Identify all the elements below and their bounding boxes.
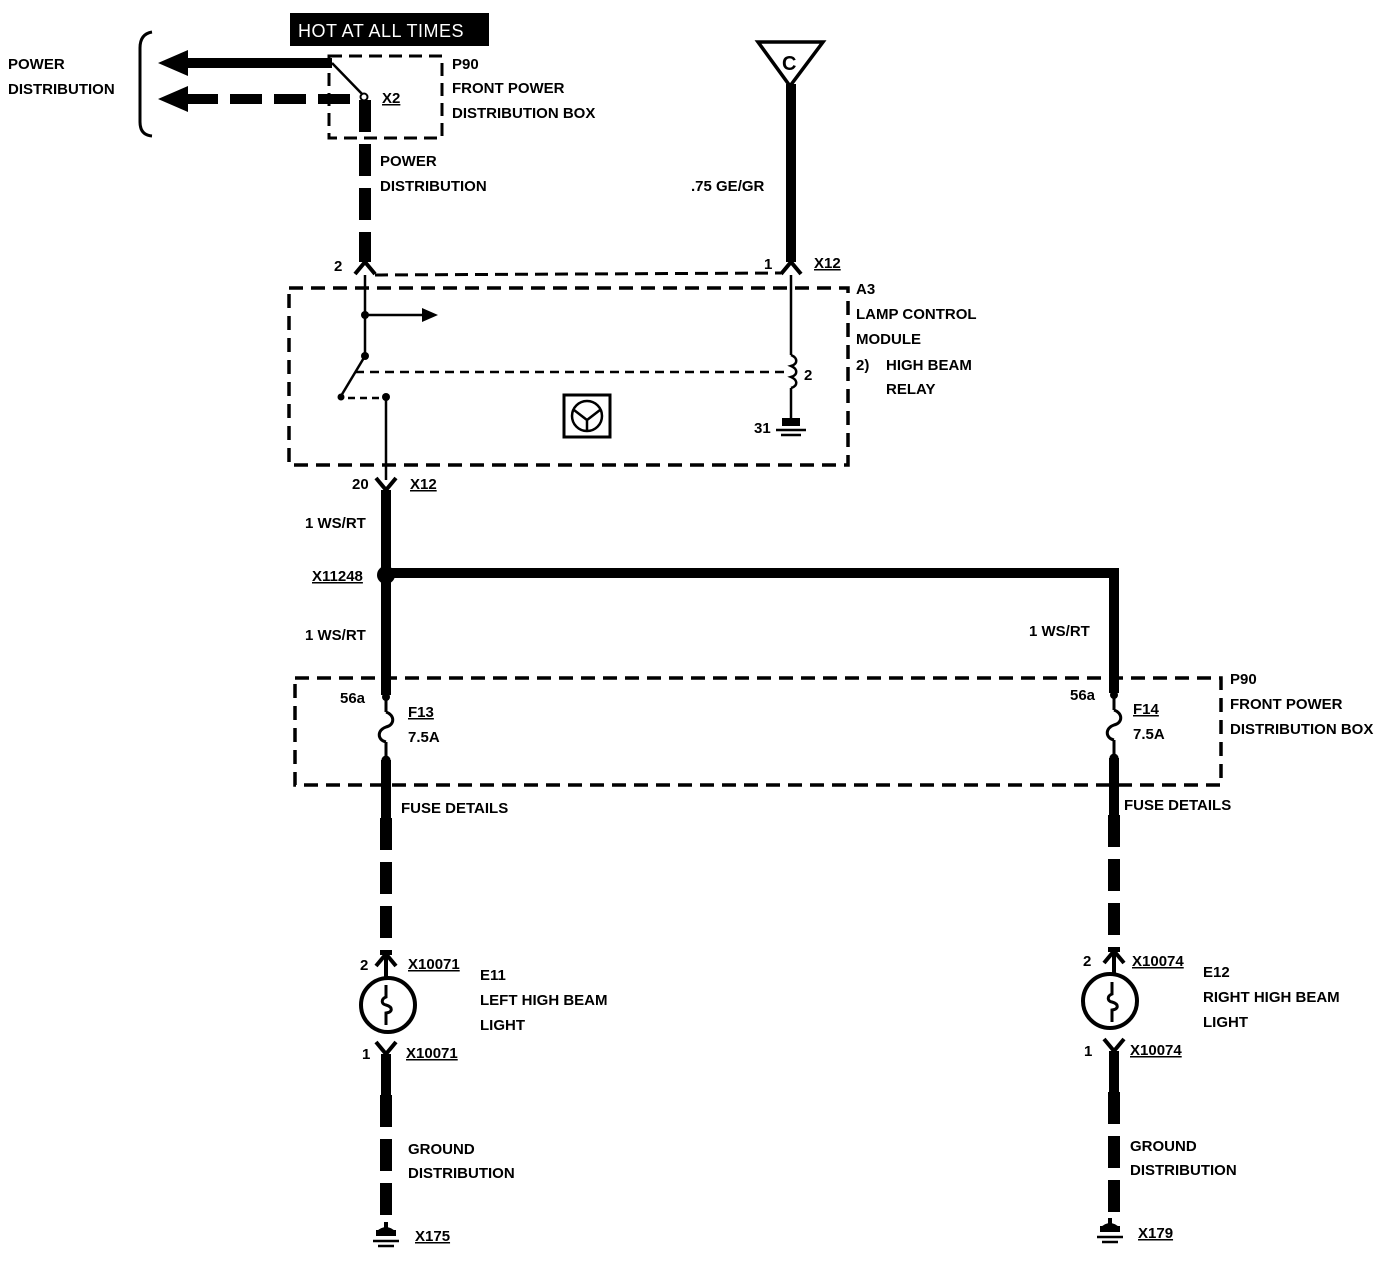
e12-pin-bottom: 1 <box>1084 1043 1092 1060</box>
e12-conn-bottom: X10074 <box>1130 1042 1182 1059</box>
p90-fuse-box <box>293 676 1223 787</box>
p90-fuse-line1: FRONT POWER <box>1230 696 1343 713</box>
x175-ground-icon <box>373 1222 399 1248</box>
module-ground-icon <box>776 418 806 437</box>
dashed-arrow-head <box>158 86 188 112</box>
relay-coil <box>787 353 798 390</box>
e12-filament <box>1106 982 1119 1022</box>
a3-item-num: 2) <box>856 357 869 374</box>
x2-terminal <box>359 92 369 102</box>
f14-fuse-label: F14 <box>1133 701 1160 718</box>
power-distribution-bracket <box>138 30 153 138</box>
x12-pin1-chevron <box>779 258 803 276</box>
relay-sense-arrow-head <box>422 308 438 322</box>
e11-conn-top: X10071 <box>408 956 460 973</box>
diagonal-link <box>331 62 365 97</box>
a3-line1: LAMP CONTROL <box>856 306 977 323</box>
f14-fuse-symbol <box>1105 708 1123 742</box>
p90-top-id: P90 <box>452 56 479 73</box>
p90-top-line1: FRONT POWER <box>452 80 565 97</box>
e11-pin-top: 2 <box>360 957 368 974</box>
f13-fuse-symbol <box>377 710 395 744</box>
x2-connector-label: X2 <box>382 90 400 107</box>
e11-id: E11 <box>480 967 506 984</box>
ge-gr-wire-label: .75 GE/GR <box>691 178 765 195</box>
left-fuse-details: FUSE DETAILS <box>401 800 508 817</box>
right-ground-label-1: GROUND <box>1130 1138 1197 1155</box>
x179-ground-icon <box>1097 1218 1123 1244</box>
f13-terminal-label: 56a <box>340 690 366 707</box>
f13-fuse-label: F13 <box>408 704 434 721</box>
e11-conn-bottom: X10071 <box>406 1045 458 1062</box>
f13-rating-label: 7.5A <box>408 729 440 746</box>
e12-bottom-chevron <box>1102 1037 1126 1055</box>
e12-line2: LIGHT <box>1203 1014 1248 1031</box>
e11-line2: LIGHT <box>480 1017 525 1034</box>
solid-arrow-head <box>158 50 188 76</box>
e11-bottom-chevron <box>374 1040 398 1058</box>
e11-pin-bottom: 1 <box>362 1046 370 1063</box>
coil-pin-label: 2 <box>804 367 812 384</box>
ws-rt-lower-left-label: 1 WS/RT <box>305 627 366 644</box>
p90-fuse-line2: DISTRIBUTION BOX <box>1230 721 1373 738</box>
left-ground-label-2: DISTRIBUTION <box>408 1165 515 1182</box>
x175-ground-label: X175 <box>415 1228 450 1245</box>
a3-line2: MODULE <box>856 331 921 348</box>
ws-rt-right-label: 1 WS/RT <box>1029 623 1090 640</box>
power-distribution-label-1: POWER <box>8 56 65 73</box>
a3-id: A3 <box>856 281 875 298</box>
power-feed-label-2: DISTRIBUTION <box>380 178 487 195</box>
relay-switch-arm <box>339 355 367 397</box>
a3-item-line2: RELAY <box>886 381 935 398</box>
x12-pin1-label: 1 <box>764 256 772 273</box>
p90-top-box <box>327 54 444 140</box>
x12-top-connector: X12 <box>814 255 841 272</box>
hot-at-all-times-label: HOT AT ALL TIMES <box>298 21 464 41</box>
splice-label: X11248 <box>312 568 363 585</box>
ref-c-letter: C <box>782 53 796 75</box>
x179-ground-label: X179 <box>1138 1225 1173 1242</box>
e12-top-chevron <box>1102 947 1126 965</box>
x12-pin2-chevron <box>353 258 377 276</box>
left-ground-label-1: GROUND <box>408 1141 475 1158</box>
relay-contact-no <box>337 393 345 401</box>
f14-rating-label: 7.5A <box>1133 726 1165 743</box>
e12-conn-top: X10074 <box>1132 953 1184 970</box>
power-feed-label-1: POWER <box>380 153 437 170</box>
hot-at-all-times-bar <box>290 13 489 46</box>
ws-rt-upper-label: 1 WS/RT <box>305 515 366 532</box>
ref-c-triangle <box>754 40 827 89</box>
right-fuse-details: FUSE DETAILS <box>1124 797 1231 814</box>
module-symbol-spokes <box>573 409 601 431</box>
a3-module-box <box>287 286 850 467</box>
x12-output-connector: X12 <box>410 476 437 493</box>
e11-filament <box>380 985 393 1025</box>
x12-connector-link <box>374 271 782 277</box>
f13-top-dot <box>382 693 390 701</box>
f14-top-dot <box>1110 691 1118 699</box>
a3-item-line1: HIGH BEAM <box>886 357 972 374</box>
p90-fuse-id: P90 <box>1230 671 1257 688</box>
module-input-pin: 2 <box>334 258 342 275</box>
right-ground-label-2: DISTRIBUTION <box>1130 1162 1237 1179</box>
p90-top-line2: DISTRIBUTION BOX <box>452 105 595 122</box>
f14-terminal-label: 56a <box>1070 687 1096 704</box>
e12-pin-top: 2 <box>1083 953 1091 970</box>
e12-id: E12 <box>1203 964 1230 981</box>
ws-rt-right-wire <box>386 568 1119 760</box>
ground-pin-label: 31 <box>754 420 771 437</box>
e11-line1: LEFT HIGH BEAM <box>480 992 608 1009</box>
e12-line1: RIGHT HIGH BEAM <box>1203 989 1340 1006</box>
output-pin-label: 20 <box>352 476 369 493</box>
e11-top-chevron <box>374 950 398 968</box>
power-distribution-label-2: DISTRIBUTION <box>8 81 115 98</box>
